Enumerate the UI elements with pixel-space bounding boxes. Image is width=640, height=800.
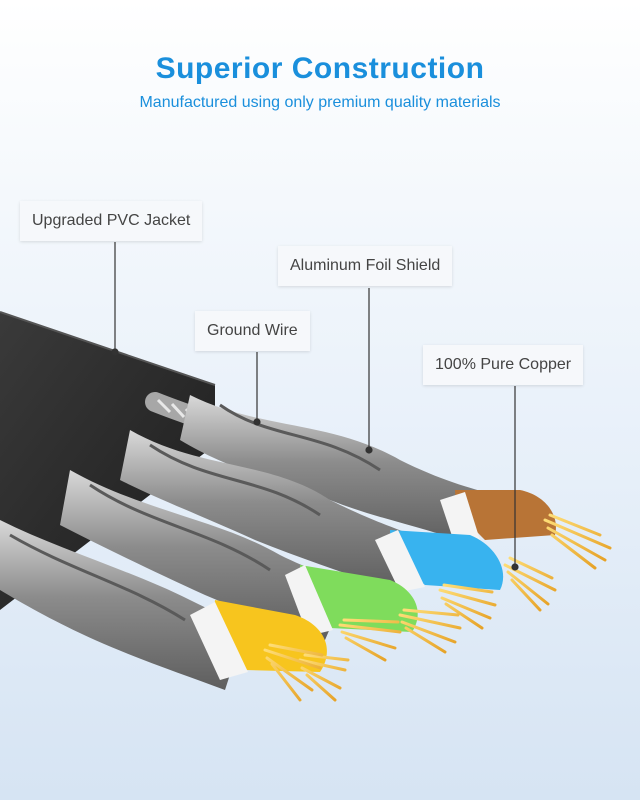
label-pure-copper: 100% Pure Copper: [423, 345, 584, 385]
label-aluminum-foil-shield: Aluminum Foil Shield: [278, 246, 453, 286]
page-title: Superior Construction: [155, 52, 485, 85]
colored-conductors: [190, 490, 556, 680]
label-pvc-jacket: Upgraded PVC Jacket: [20, 201, 203, 241]
callout-lines: [111, 242, 519, 571]
page-subtitle: Manufactured using only premium quality …: [139, 94, 501, 111]
label-ground-wire: Ground Wire: [195, 311, 310, 351]
pvc-jacket: [0, 311, 216, 610]
copper-strands: [263, 513, 612, 702]
foil-shield-pairs: [0, 395, 495, 690]
